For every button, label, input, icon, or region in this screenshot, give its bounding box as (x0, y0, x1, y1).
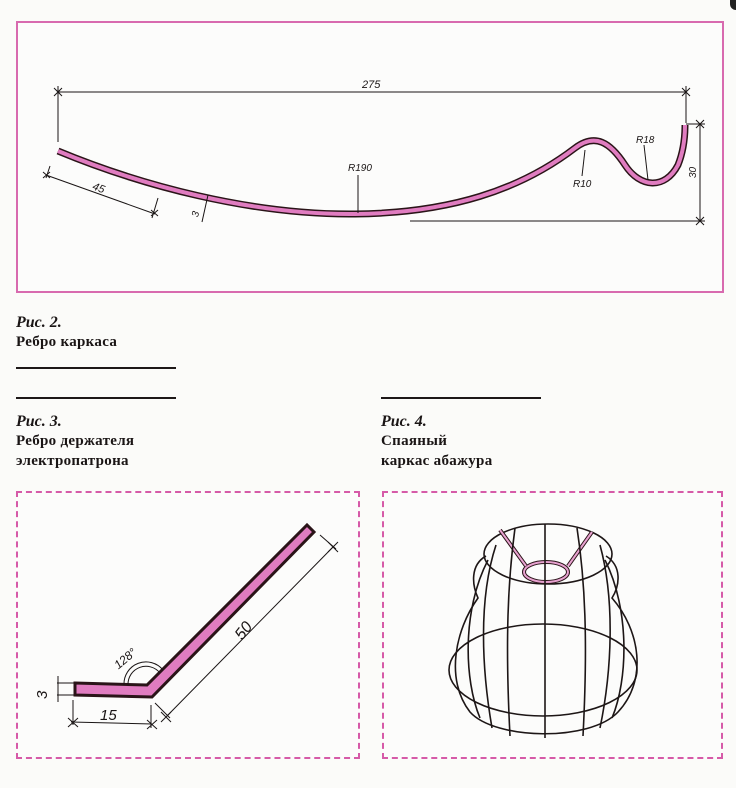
figure-2-number: Рис. 2. (16, 314, 62, 331)
figure-2-frame (16, 21, 724, 293)
figure-4-title-line-2: каркас абажура (381, 453, 493, 469)
figure-2-caption: Рис. 2. Ребро каркаса (16, 313, 117, 352)
dim-45: 45 (91, 181, 107, 197)
dim-3: 3 (190, 210, 202, 219)
figure-3-title-line-2: электропатрона (16, 453, 129, 469)
dim-30: 30 (688, 166, 699, 178)
dim-r10: R10 (573, 179, 592, 190)
figure-4-number: Рис. 4. (381, 413, 427, 430)
dim-r18: R18 (636, 135, 655, 146)
page-edge-mark (730, 0, 736, 10)
dim-15: 15 (100, 707, 117, 724)
dim-3-bracket: 3 (34, 690, 51, 699)
divider-rule (16, 397, 176, 399)
figure-2-drawing: 275 45 3 R190 R10 R18 30 (42, 79, 705, 226)
dim-275: 275 (361, 79, 381, 91)
divider-rule (16, 367, 176, 369)
dim-r190: R190 (348, 163, 372, 174)
figure-3-caption: Рис. 3. Ребро держателя электропатрона (16, 412, 134, 471)
divider-rule (381, 397, 541, 399)
figure-3-number: Рис. 3. (16, 413, 62, 430)
figure-2-title: Ребро каркаса (16, 334, 118, 350)
figure-4-title-line-1: Спаяный (381, 433, 448, 449)
figure-3-title-line-1: Ребро держателя (16, 433, 135, 449)
figure-4-caption: Рис. 4. Спаяный каркас абажура (381, 412, 493, 471)
